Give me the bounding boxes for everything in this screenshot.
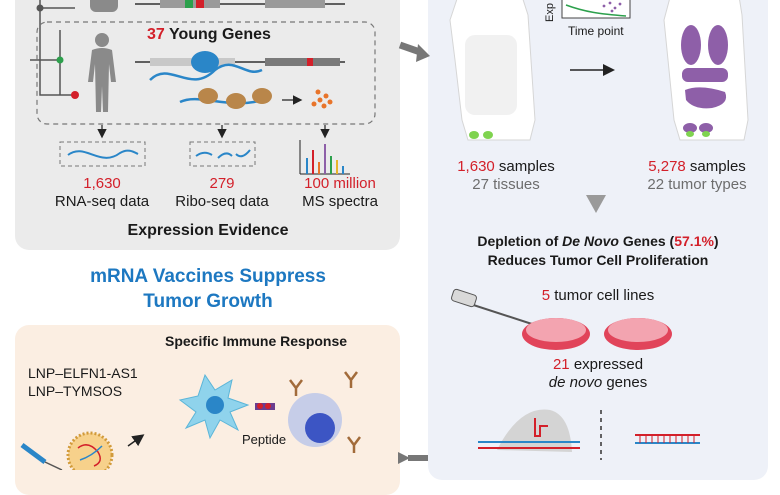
top-gene-track — [135, 0, 345, 8]
tree-node — [36, 4, 44, 12]
tree-node-green — [56, 56, 64, 64]
rnaseq-value: 1,630 — [83, 175, 121, 192]
rnaseq-wave — [67, 149, 139, 159]
normal-body-silhouette — [449, 0, 536, 141]
young-gene-track — [135, 51, 345, 81]
petri-dish-1 — [522, 318, 590, 350]
human-figure-icon — [88, 33, 116, 112]
dna-strand — [635, 434, 700, 444]
vaccine-heading-line2: Tumor Growth — [143, 291, 273, 312]
cell-lines-label: 5 tumor cell lines — [541, 287, 655, 304]
tumor-body-silhouette — [663, 0, 749, 141]
lnp-elfn1-label: LNP–ELFN1-AS1 — [28, 365, 138, 381]
ms-label: MS spectra — [302, 193, 378, 210]
rnaseq-label: RNA-seq data — [54, 193, 150, 210]
young-genes-heading: 37 Young Genes — [147, 26, 271, 44]
normal-tissue-count: 27 tissues — [472, 176, 540, 193]
normal-sample-count: 1,630 samples — [457, 158, 555, 175]
lnp-particle-icon — [66, 431, 114, 470]
riboseq-value: 279 — [209, 175, 235, 192]
de-novo-genes-label: de novo genes — [548, 374, 648, 391]
diagram-graphics — [20, 0, 749, 470]
tcr-peptide-complex — [255, 403, 275, 410]
ribosome-translation — [179, 88, 333, 109]
time-expression-plot — [561, 0, 631, 19]
antibody-icons — [289, 371, 361, 453]
expressed-genes-label: 21 expressed — [552, 356, 644, 373]
t-cell-icon — [288, 393, 342, 447]
riboseq-box — [189, 141, 256, 167]
rnaseq-box — [59, 141, 146, 167]
young-genes-count: 37 — [147, 26, 165, 43]
expression-evidence-panel — [15, 0, 400, 250]
young-genes-box — [36, 21, 376, 125]
vaccine-heading-line1: mRNA Vaccines Suppress — [90, 266, 326, 287]
down-arrow-icon — [586, 195, 606, 213]
lnp-tymsos-label: LNP–TYMSOS — [28, 383, 123, 399]
petri-dish-2 — [604, 318, 672, 350]
dna-rungs — [639, 435, 695, 443]
dendritic-cell-icon — [178, 373, 250, 440]
plot-y-axis-fragment: Exp — [544, 3, 556, 22]
connector-evidence-tissue — [398, 41, 422, 56]
syringe-icon — [20, 442, 63, 470]
knockdown-complex — [478, 409, 580, 452]
connector-tissue-immune — [398, 452, 410, 464]
riboseq-fragments — [195, 149, 251, 159]
riboseq-label: Ribo-seq data — [175, 193, 269, 210]
depletion-heading-line1: Depletion of De Novo Genes (57.1%) — [477, 233, 719, 249]
tumor-type-count: 22 tumor types — [647, 176, 747, 193]
tumor-sample-count: 5,278 samples — [648, 158, 746, 175]
depletion-heading-line2: Reduces Tumor Cell Proliferation — [487, 252, 709, 268]
top-human-icon — [90, 0, 118, 12]
expression-evidence-title: Expression Evidence — [127, 222, 289, 239]
pipette-icon — [451, 288, 536, 326]
evidence-arrows — [97, 125, 330, 139]
ms-value: 100 million — [304, 175, 376, 192]
immune-response-title: Specific Immune Response — [165, 333, 348, 349]
ms-spectra-chart — [299, 140, 350, 175]
peptide-label: Peptide — [242, 432, 287, 447]
plot-x-axis-label: Time point — [568, 24, 624, 38]
young-genes-label: Young Genes — [164, 26, 271, 43]
immune-arrow — [127, 434, 145, 447]
tree-node-red — [71, 91, 79, 99]
